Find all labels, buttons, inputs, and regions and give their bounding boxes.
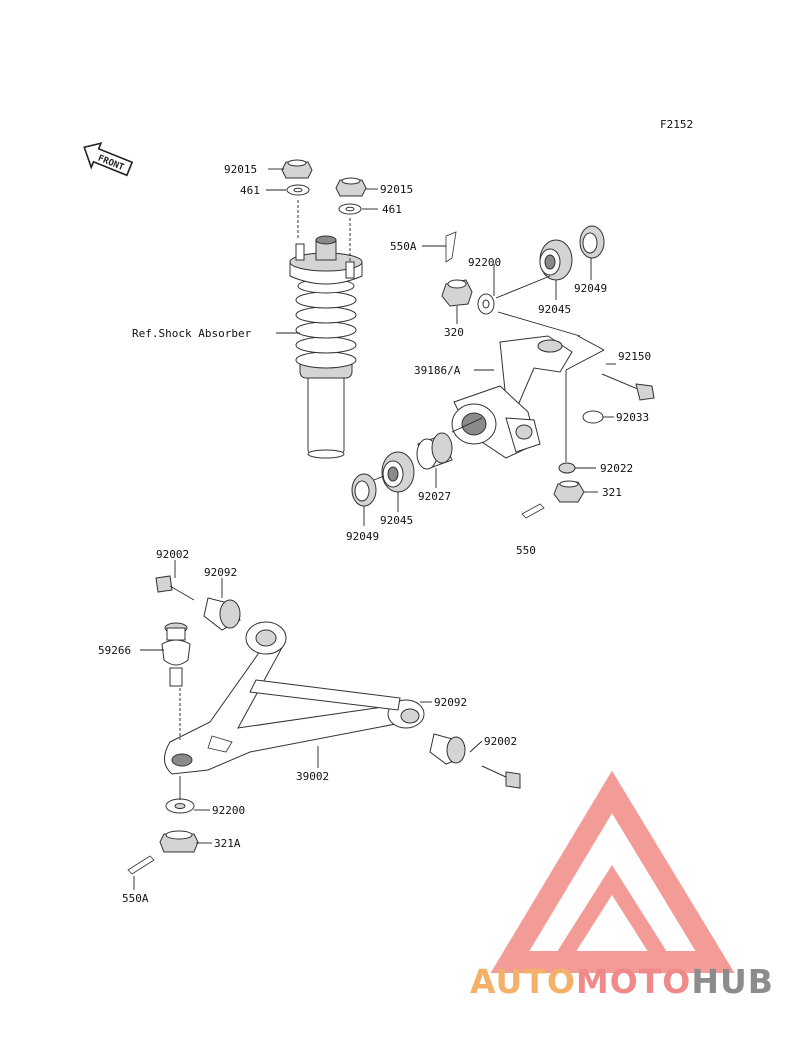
nut-92015-left [281,159,313,179]
callout-92150: 92150 [618,350,651,363]
callout-550: 550 [516,544,536,557]
seal-92049-lower [351,473,377,507]
callout-labels: 92015 461 92015 461 550A 92200 92049 920… [98,163,651,905]
nut-321 [553,480,585,503]
callout-461: 461 [382,203,402,216]
castle-nut-320 [441,279,473,307]
castle-nut-321a [159,830,199,853]
callout-92045: 92045 [538,303,571,316]
bushing-92092-lower [429,733,466,765]
callout-92045: 92045 [380,514,413,527]
cotter-pin-550a-lower [127,855,155,875]
figure-code: F2152 [660,118,693,131]
watermark-part-auto: AUTO [470,962,576,1001]
callout-92200: 92200 [212,804,245,817]
callout-321: 321 [602,486,622,499]
a-arm-39002 [164,621,425,775]
watermark-part-moto: MOTO [575,962,692,1001]
spring-coils [295,278,357,369]
callout-92092: 92092 [204,566,237,579]
bolt-92150 [601,373,655,401]
callout-461: 461 [240,184,260,197]
callout-92049: 92049 [346,530,379,543]
callout-92002: 92002 [156,548,189,561]
cotter-pin-550a-top [445,231,457,263]
callout-39002: 39002 [296,770,329,783]
callout-320: 320 [444,326,464,339]
callout-92033: 92033 [616,411,649,424]
watermark-logo-icon [490,770,735,973]
cotter-pin-550 [521,503,545,519]
leader-lines [133,168,616,890]
front-arrow-icon: FRONT [83,142,134,177]
alignment-lines [373,275,605,481]
callout-92027: 92027 [418,490,451,503]
watermark-part-hub: HUB [691,962,774,1001]
shock-absorber [289,235,363,459]
callout-92092: 92092 [434,696,467,709]
spacer-92027 [416,432,453,470]
callout-92002: 92002 [484,735,517,748]
callout-321a: 321A [214,837,241,850]
reference-shock-absorber: Ref.Shock Absorber [132,327,252,340]
callout-550a: 550A [122,892,149,905]
nut-92015-right [335,177,367,197]
circlip-92033 [582,410,604,424]
bushing-92092-upper [203,597,241,631]
callout-92022: 92022 [600,462,633,475]
callout-550a: 550A [390,240,417,253]
bearing-92045-lower [381,451,415,493]
callout-92015: 92015 [224,163,257,176]
washer-92022 [558,462,576,474]
ball-joint-59266 [161,622,191,687]
callout-92049: 92049 [574,282,607,295]
callout-92015: 92015 [380,183,413,196]
callout-92200: 92200 [468,256,501,269]
callout-39186a: 39186/A [414,364,461,377]
callout-59266: 59266 [98,644,131,657]
watermark-brand: AUTOMOTOHUB [470,962,774,1001]
bolt-92002-left [155,575,195,601]
bearing-92045-top [539,239,573,281]
knuckle-39186a [451,335,573,459]
bolt-92002-right [481,765,521,789]
seal-92049-top [579,225,605,259]
